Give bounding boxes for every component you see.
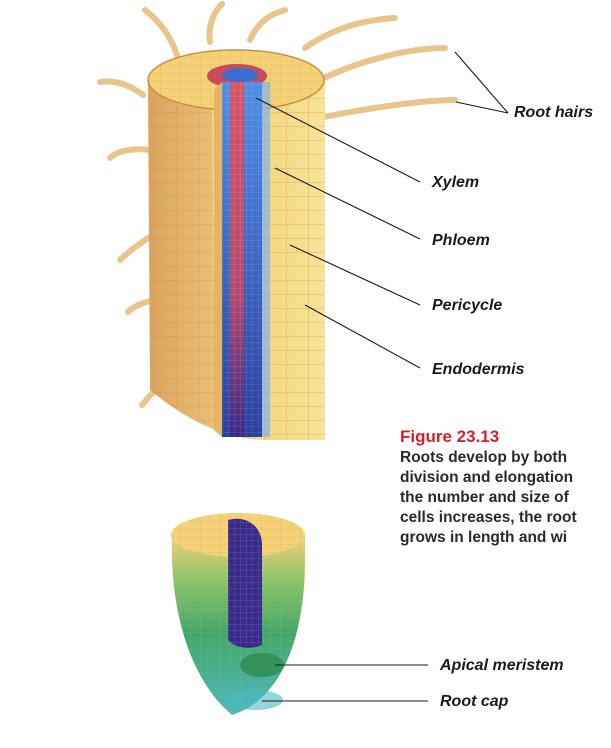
endodermis-label: Endodermis xyxy=(432,361,524,379)
xylem-label: Xylem xyxy=(432,174,479,192)
caption-line: the number and size of xyxy=(400,488,569,508)
upper-root-section xyxy=(148,50,325,440)
root-hairs-label: Root hairs xyxy=(514,104,593,122)
pericycle-label: Pericycle xyxy=(432,297,502,315)
root-tip-section xyxy=(171,513,305,715)
phloem-label: Phloem xyxy=(432,232,490,250)
figure-title: Figure 23.13 xyxy=(400,427,499,447)
apical-meristem-label: Apical meristem xyxy=(440,657,564,675)
root-cap-label: Root cap xyxy=(440,693,508,711)
caption-line: division and elongation xyxy=(400,468,573,488)
caption-line: cells increases, the root xyxy=(400,508,577,528)
caption-line: grows in length and wi xyxy=(400,528,567,548)
caption-line: Roots develop by both xyxy=(400,448,567,468)
